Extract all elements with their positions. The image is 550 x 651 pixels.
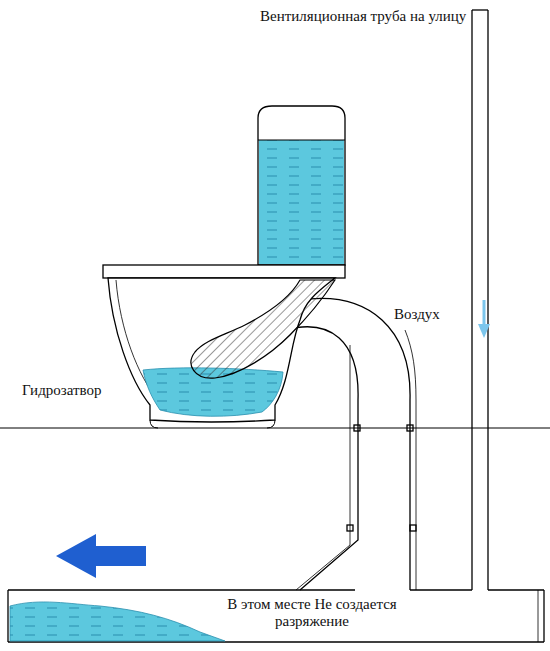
flow-arrow <box>56 534 146 578</box>
toilet-rim <box>103 265 345 278</box>
vent-label: Вентиляционная труба на улицу <box>258 8 468 25</box>
trap-channel <box>191 280 335 378</box>
outlet-pipe <box>285 298 416 590</box>
water-seal-label: Гидрозатвор <box>22 382 102 399</box>
pressure-note: В этом месте Не создается разряжение <box>200 596 424 630</box>
sewer-pipe <box>8 590 544 642</box>
sewer-water <box>10 602 225 641</box>
air-label: Воздух <box>394 306 440 323</box>
air-arrow <box>478 300 490 338</box>
vent-pipe <box>472 10 488 590</box>
floor-line <box>0 428 550 429</box>
toilet-bowl <box>108 278 335 428</box>
cistern-tank <box>258 106 345 265</box>
